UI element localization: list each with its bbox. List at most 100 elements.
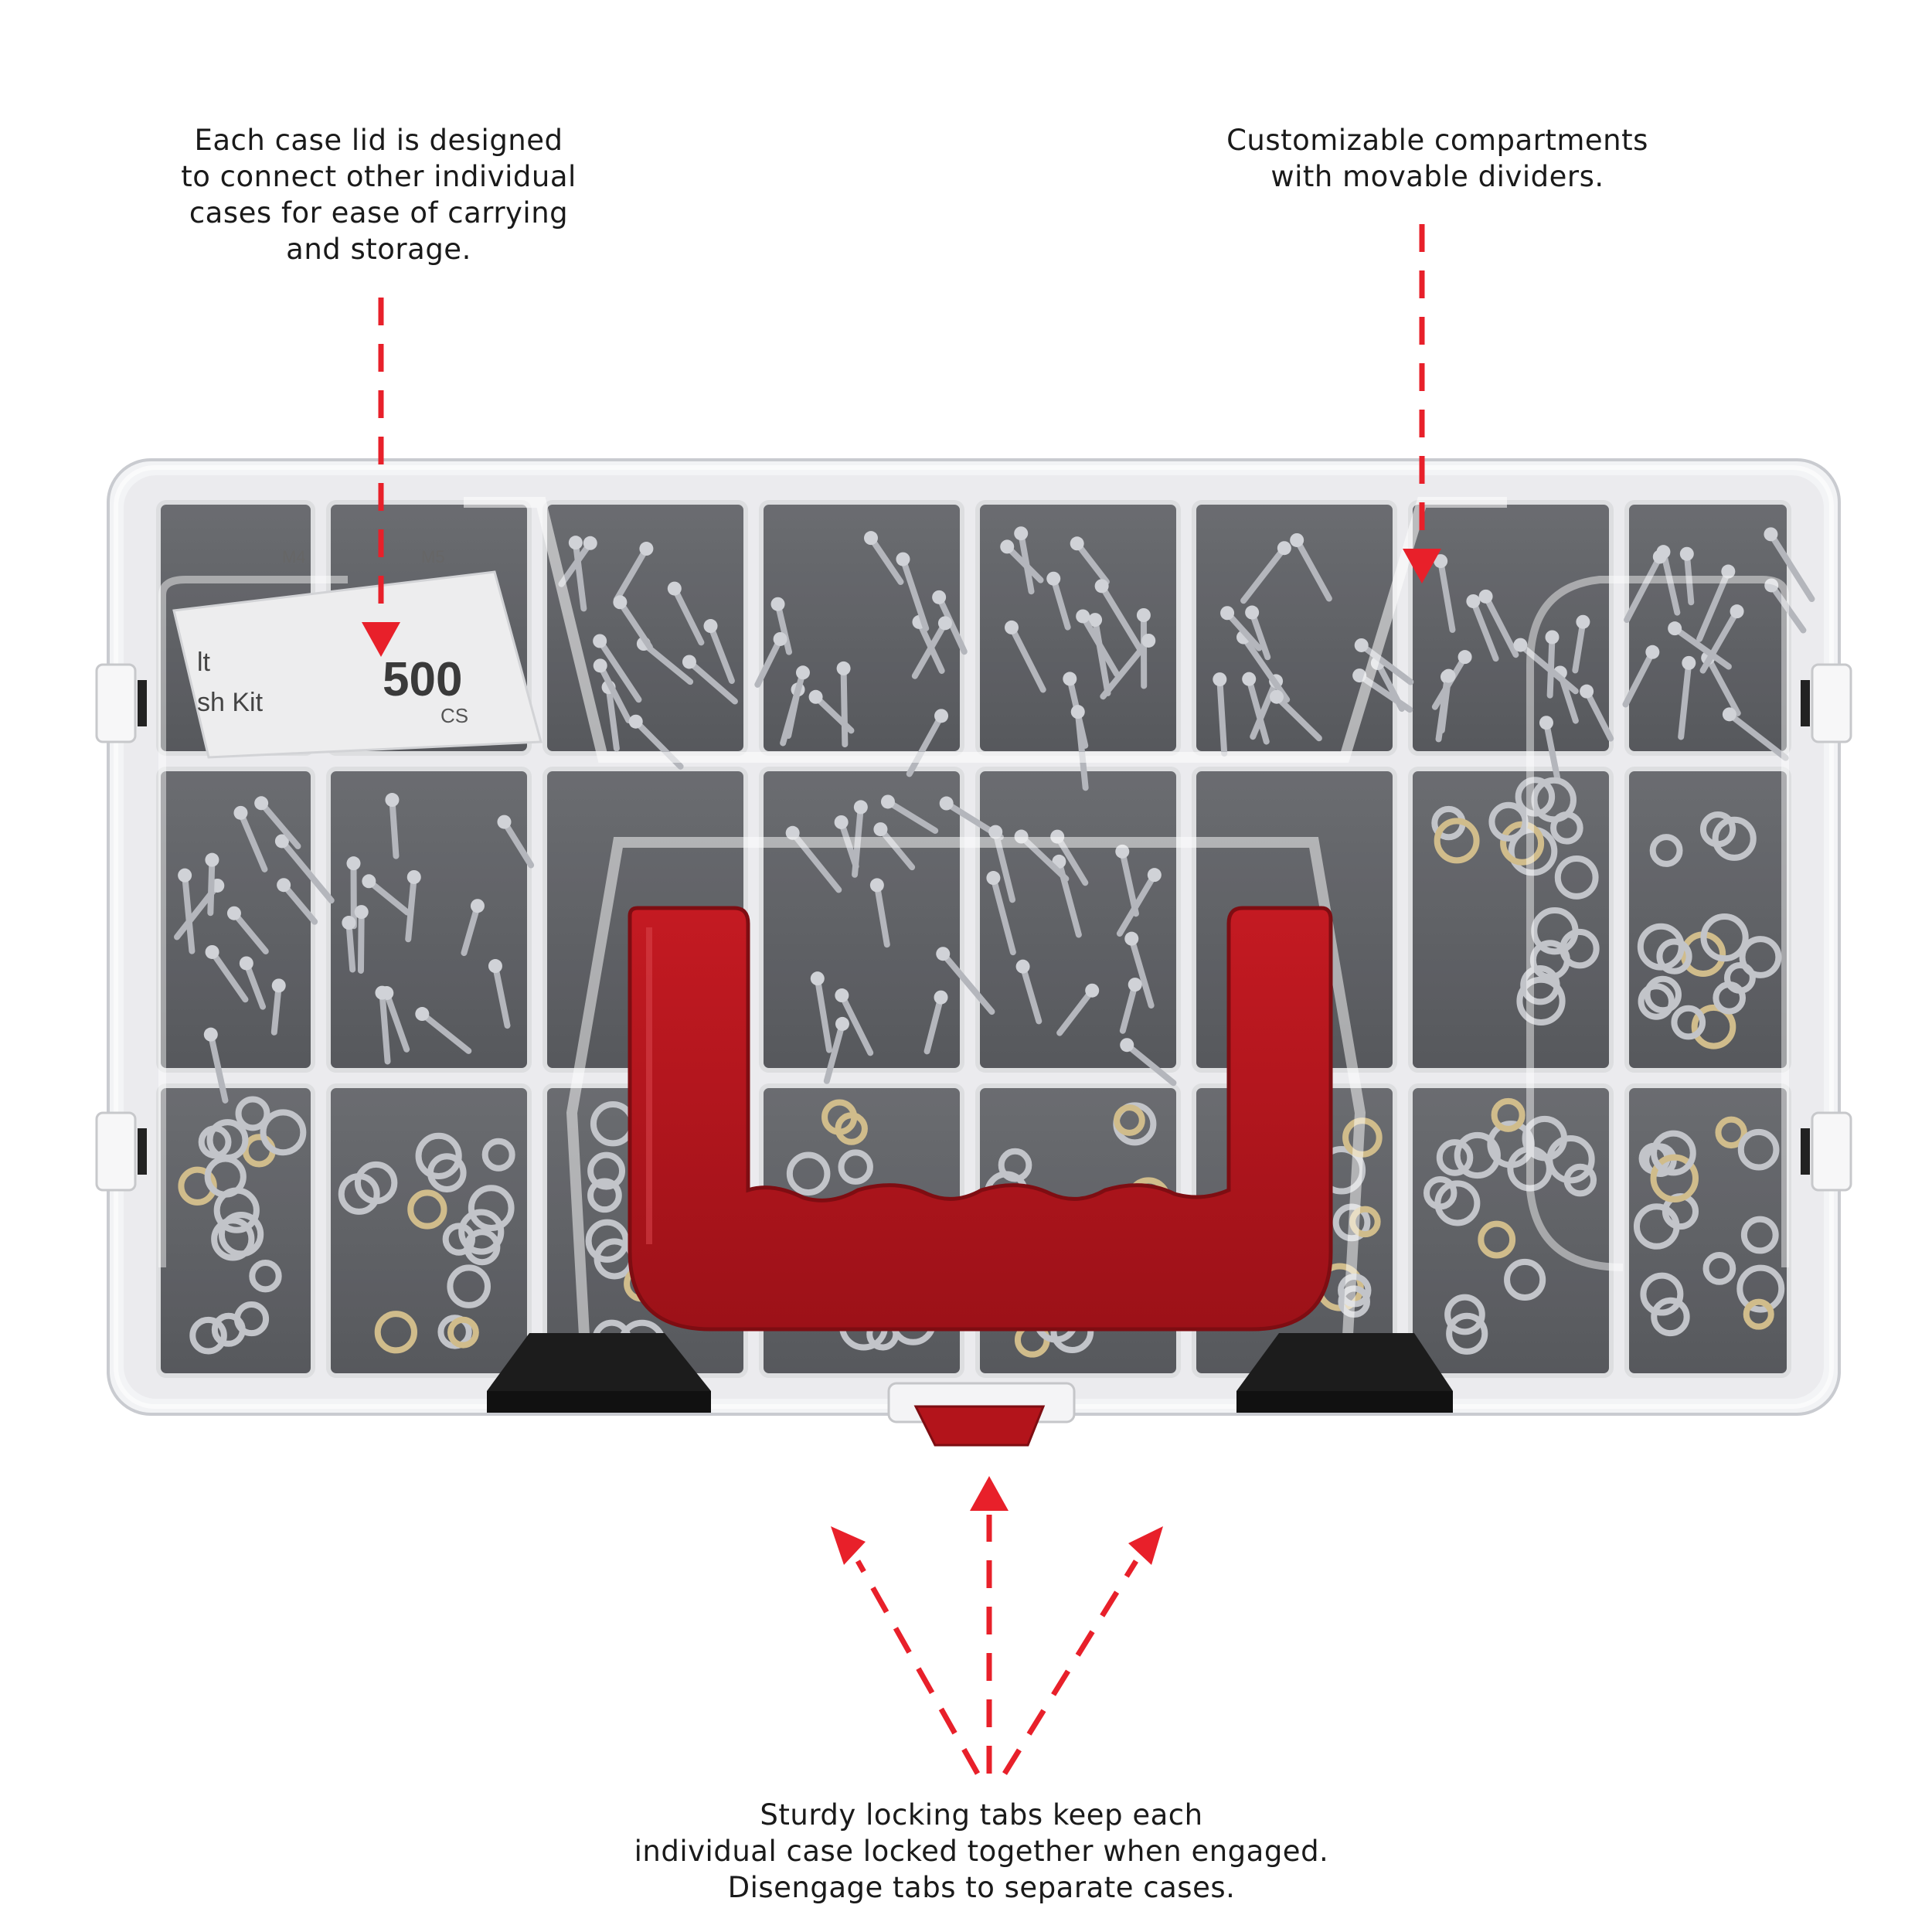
screw-head <box>203 1027 218 1042</box>
washer <box>1488 801 1529 842</box>
screw <box>774 600 792 655</box>
screw-head <box>1478 589 1493 604</box>
washer <box>1491 1097 1526 1132</box>
label-m4: M4 <box>282 547 306 566</box>
washer <box>354 1161 398 1205</box>
screw <box>1116 872 1158 937</box>
screw-head <box>239 956 253 971</box>
screw <box>754 635 784 688</box>
washer <box>1478 1220 1516 1259</box>
washer <box>1454 1131 1501 1179</box>
screw <box>182 872 196 954</box>
screw <box>1678 659 1692 740</box>
screw-head <box>1580 684 1594 699</box>
screw-head <box>415 1007 430 1022</box>
screw-head <box>939 796 954 811</box>
screw-head <box>205 852 219 867</box>
washer <box>260 1109 307 1156</box>
screw <box>867 535 904 585</box>
screw-head <box>1764 578 1779 593</box>
screw <box>1696 568 1732 642</box>
screw-head <box>936 947 951 961</box>
screw-head <box>1242 672 1257 686</box>
screw <box>597 662 632 723</box>
washer <box>1700 913 1749 962</box>
screw <box>906 713 945 777</box>
washer <box>821 1099 858 1135</box>
washer <box>1712 816 1757 861</box>
screw <box>1374 660 1405 713</box>
washer <box>1554 855 1599 900</box>
screw-head <box>1070 536 1084 551</box>
screw-head <box>593 634 607 648</box>
washer <box>374 1311 417 1354</box>
screw-head <box>1136 607 1151 622</box>
washer <box>1644 975 1682 1014</box>
screw <box>1294 536 1332 602</box>
screw <box>1699 608 1740 674</box>
screw-head <box>277 878 291 893</box>
screw-head <box>1094 579 1109 594</box>
screw-head <box>178 868 192 883</box>
screw <box>814 975 832 1053</box>
screw-head <box>773 631 787 646</box>
screw-head <box>1115 844 1130 859</box>
screw <box>613 546 650 604</box>
screw <box>419 1011 472 1054</box>
arrowhead-lid-icon <box>362 622 400 657</box>
washer <box>407 1189 447 1230</box>
callout-locking-tabs: Sturdy locking tabs keep each individual… <box>634 1798 1329 1904</box>
screw-head <box>1764 527 1778 542</box>
screw <box>207 856 216 917</box>
screw <box>243 960 267 1010</box>
screw-head <box>682 655 696 669</box>
washer <box>1640 1272 1684 1316</box>
callout-lid-connect: Each case lid is designed to connect oth… <box>181 124 577 266</box>
screw <box>501 818 535 869</box>
washer <box>1563 1163 1597 1197</box>
screw-head <box>896 552 910 566</box>
screw-head <box>1277 541 1291 556</box>
screw <box>1437 558 1456 633</box>
screw-head <box>808 689 823 704</box>
screw <box>366 878 411 916</box>
washer <box>213 1187 260 1233</box>
screw <box>1660 549 1681 616</box>
screw-head <box>835 988 849 1003</box>
arrow-tabs-right <box>1002 1526 1163 1775</box>
screw-head <box>613 595 628 610</box>
screw-head <box>628 714 643 729</box>
washer <box>447 1264 491 1308</box>
washer <box>1520 965 1560 1005</box>
screw <box>1572 618 1587 674</box>
washer <box>1713 981 1747 1015</box>
screw <box>1216 676 1228 757</box>
washer <box>1671 1005 1706 1040</box>
screw-head <box>1354 638 1369 652</box>
washer <box>1434 1180 1481 1226</box>
arrow-tabs-left <box>831 1526 981 1775</box>
screw <box>1249 609 1271 661</box>
screw-head <box>226 906 241 920</box>
screw-head <box>1088 613 1103 628</box>
washer <box>1699 811 1736 848</box>
screw-head <box>770 597 785 611</box>
screw-head <box>406 869 421 884</box>
screw <box>1119 981 1138 1034</box>
washer <box>481 1138 515 1172</box>
packet-text-2: sh Kit <box>197 688 264 717</box>
screw-head <box>205 944 219 959</box>
washer <box>786 1151 831 1196</box>
screw-head <box>639 542 654 556</box>
washer <box>1740 1216 1779 1254</box>
washer <box>1515 777 1556 817</box>
washer <box>218 1212 264 1257</box>
screw <box>940 951 995 1015</box>
screw <box>1124 1042 1177 1087</box>
washer <box>468 1185 515 1231</box>
screw <box>617 599 653 651</box>
washer <box>1715 1116 1747 1149</box>
screw <box>838 992 874 1056</box>
washer <box>1434 818 1480 864</box>
